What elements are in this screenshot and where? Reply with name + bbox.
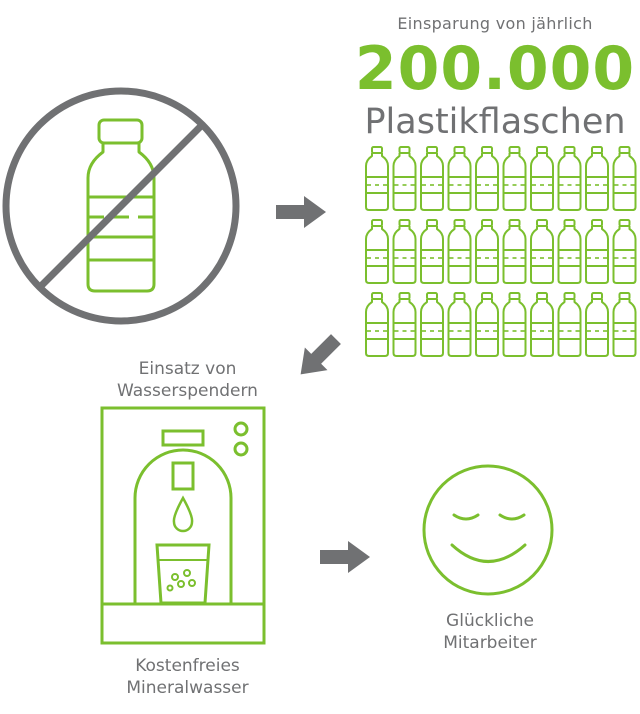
bottle-icon: [585, 292, 609, 357]
bottle-icon: [612, 292, 637, 357]
bottle-icon: [365, 146, 389, 211]
bottle-icon: [365, 219, 389, 284]
bottle-icon: [530, 219, 554, 284]
bottle-icon: [530, 292, 554, 357]
bottle-icon: [557, 292, 582, 357]
bottle-icon: [420, 219, 444, 284]
arrow-down-left-icon: [300, 334, 341, 375]
bottle-icon: [447, 292, 472, 357]
bottle-icon: [475, 219, 499, 284]
happy-label: Glückliche Mitarbeiter: [400, 610, 580, 654]
bottle-icon: [392, 219, 417, 284]
happy-label-line2: Mitarbeiter: [443, 633, 537, 653]
dispenser-label: Einsatz von Wasserspendern: [80, 358, 295, 402]
dispenser-label-line2: Wasserspendern: [117, 381, 258, 401]
bottle-icon: [420, 292, 444, 357]
bottle-icon: [557, 146, 582, 211]
happy-label-line1: Glückliche: [446, 611, 534, 631]
water-label-line2: Mineralwasser: [126, 678, 249, 698]
water-label: Kostenfreies Mineralwasser: [80, 655, 295, 699]
bottle-icon: [420, 146, 444, 211]
savings-unit: Plastikflaschen: [364, 102, 626, 142]
bottle-icon: [392, 292, 417, 357]
bottle-icon: [585, 146, 609, 211]
bottle-icon: [502, 219, 527, 284]
bottle-icon: [392, 146, 417, 211]
savings-amount: 200.000: [354, 34, 636, 104]
bottle-icon: [502, 146, 527, 211]
bottle-icon: [612, 146, 637, 211]
bottle-icon: [585, 219, 609, 284]
no-plastic-bottle-icon: [2, 87, 240, 325]
arrow-right-icon: [320, 541, 370, 573]
bottle-icon: [475, 146, 499, 211]
bottle-icon: [502, 292, 527, 357]
bottle-icon: [530, 146, 554, 211]
bottle-icon: [475, 292, 499, 357]
bottle-grid: [365, 146, 637, 357]
bottle-icon: [447, 219, 472, 284]
bottle-icon: [365, 292, 389, 357]
arrow-right-icon: [276, 196, 326, 228]
bottle-icon: [612, 219, 637, 284]
savings-intro: Einsparung von jährlich: [397, 14, 593, 33]
dispenser-label-line1: Einsatz von: [138, 359, 237, 379]
water-label-line1: Kostenfreies: [135, 656, 240, 676]
water-dispenser-icon: [100, 406, 266, 645]
bottle-icon: [557, 219, 582, 284]
bottle-icon: [447, 146, 472, 211]
smiley-face-icon: [422, 464, 554, 596]
